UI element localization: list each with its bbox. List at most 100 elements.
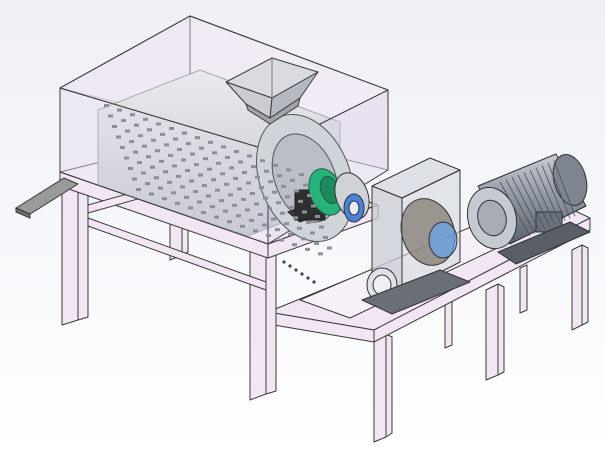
rotor-tooth	[134, 123, 139, 127]
rotor-tooth	[143, 117, 148, 121]
rotor-tooth	[259, 186, 264, 190]
motor-rib	[547, 162, 571, 219]
rotor-tooth	[327, 246, 332, 250]
rotor-tooth	[262, 223, 267, 227]
rotor-tooth	[163, 170, 168, 174]
rotor-tooth	[116, 135, 121, 139]
rotor-tooth	[220, 172, 225, 176]
rotor-tooth	[238, 160, 243, 164]
frame-bolt	[282, 260, 286, 264]
rotor-tooth	[275, 228, 280, 232]
drive-frame-leg	[519, 264, 528, 314]
rotor-tooth	[121, 119, 126, 123]
rotor-tooth	[223, 209, 228, 213]
rotor-tooth	[232, 203, 237, 207]
rotor-tooth	[164, 143, 169, 147]
rotor-tooth	[158, 186, 163, 190]
rotor-tooth	[136, 188, 141, 191]
rotor-tooth	[247, 154, 252, 158]
rotor-tooth	[104, 104, 109, 107]
rotor-tooth	[177, 148, 182, 151]
rotor-tooth	[272, 190, 277, 194]
rotor-tooth	[180, 185, 185, 189]
rotor-tooth	[146, 155, 151, 159]
rotor-tooth	[268, 180, 273, 184]
rotor-tooth	[194, 163, 199, 167]
rotor-tooth	[185, 169, 190, 172]
rotor-tooth	[301, 237, 306, 241]
rotor-tooth	[241, 197, 246, 201]
rotor-tooth	[288, 232, 293, 236]
rotor-tooth	[214, 215, 219, 219]
rotor-tooth	[137, 161, 142, 165]
drive-frame-leg	[485, 283, 499, 381]
rotor-tooth	[246, 181, 251, 185]
rotor-tooth	[323, 236, 328, 239]
rotor-tooth	[198, 173, 203, 177]
rotor-tooth	[207, 167, 212, 171]
rotor-tooth	[190, 152, 195, 156]
rotor-tooth	[242, 171, 247, 174]
rotor-tooth	[188, 206, 193, 210]
rotor-tooth	[195, 136, 200, 140]
rotor-tooth	[197, 200, 202, 204]
rotor-tooth	[286, 168, 291, 172]
rotor-tooth	[273, 163, 278, 167]
rotor-tooth	[258, 213, 263, 216]
discharge-chute	[14, 177, 80, 219]
rotor-tooth	[318, 252, 323, 256]
rotor-tooth	[154, 176, 159, 180]
rotor-tooth	[175, 201, 180, 205]
rotor-tooth	[280, 211, 285, 215]
gearbox-base	[361, 269, 471, 315]
rotor-tooth	[228, 193, 233, 197]
chute-lip	[15, 207, 31, 219]
rotor-tooth	[182, 131, 187, 135]
motor-rib	[505, 179, 536, 234]
frame-bolt	[300, 272, 304, 276]
rotor-tooth	[211, 178, 216, 182]
rotor-tooth	[150, 165, 155, 169]
green-coupling	[308, 168, 344, 216]
rotor-tooth	[298, 199, 303, 203]
rotor-tooth	[156, 122, 161, 126]
rotor-tooth	[279, 238, 284, 242]
rotor-teeth	[104, 104, 332, 256]
rotor-tooth	[315, 215, 320, 218]
drive-frame-leg	[497, 283, 505, 376]
rotor-tooth	[319, 225, 324, 229]
rotor-tooth	[202, 184, 207, 188]
rotor-tooth	[169, 127, 174, 130]
motor-rib	[511, 177, 541, 232]
rotor-tooth	[112, 125, 117, 128]
rotor-tooth	[120, 146, 125, 149]
rotor-tooth	[303, 183, 308, 187]
rotor-tooth	[289, 205, 294, 209]
rotor-tooth	[210, 205, 215, 209]
drive-frame-leg	[385, 333, 393, 438]
rotor-tooth	[292, 243, 297, 247]
motor-fan-cover	[552, 154, 588, 206]
rotor-tooth	[250, 192, 255, 195]
rotor-tooth	[159, 159, 164, 163]
rotor-tooth	[155, 149, 160, 153]
rotor-tooth	[206, 194, 211, 198]
drive-shaft	[334, 172, 370, 223]
rotor-tooth	[219, 199, 224, 203]
motor-base	[497, 221, 591, 265]
gear-reducer	[361, 157, 471, 315]
rotor-tooth	[229, 166, 234, 170]
rotor-tooth	[255, 175, 260, 179]
main-frame-leg	[249, 233, 267, 401]
rotor-tooth	[168, 153, 173, 157]
rotor-tooth	[128, 167, 133, 170]
rotor-tooth	[307, 194, 312, 197]
rotor-tooth	[138, 134, 143, 138]
rotor-tooth	[263, 196, 268, 200]
main-frame-rail	[87, 217, 267, 291]
rotor-tooth	[215, 188, 220, 192]
electric-motor	[466, 153, 591, 265]
rotor-tooth	[227, 220, 232, 224]
rotor-tooth	[253, 229, 258, 233]
